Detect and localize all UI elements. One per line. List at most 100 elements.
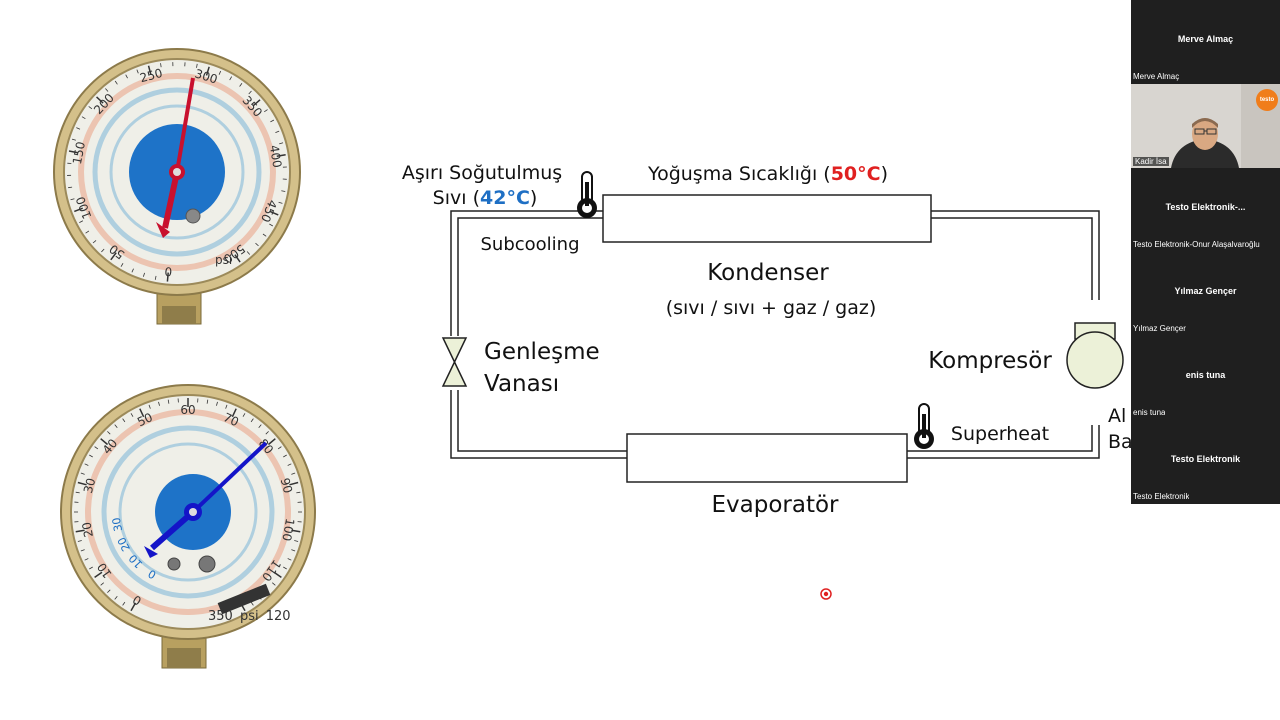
subcooled-liquid-label-line1: Aşırı Soğutulmuş xyxy=(402,162,562,184)
gauge-tick xyxy=(234,254,241,263)
evaporator-label: Evaporatör xyxy=(711,492,839,518)
gauge-tick xyxy=(216,401,218,406)
gauge-tick xyxy=(142,272,145,277)
gauge-scale-label: 150 xyxy=(70,140,88,165)
gauge-tick xyxy=(75,491,80,494)
subcooled-temperature: 42°C xyxy=(480,187,530,209)
participant-tile-yilmaz-gencer[interactable]: Yılmaz Gençer Yılmaz Gençer xyxy=(1131,252,1280,336)
gauge-tick xyxy=(218,70,222,75)
condensing-temperature-label: Yoğuşma Sıcaklığı (50°C) xyxy=(647,163,888,185)
superheat-label: Superheat xyxy=(951,423,1049,445)
gauge-tick xyxy=(264,109,268,113)
high-gauge-adjust-screw-icon xyxy=(185,208,201,224)
gauge-tick xyxy=(296,491,301,494)
gauge-tick xyxy=(250,418,254,423)
gauge-tick xyxy=(79,220,84,223)
gauge-tick xyxy=(283,566,287,570)
gauge-tick xyxy=(158,401,160,406)
gauge-scale-label: 100 xyxy=(279,517,297,542)
low-gauge-unit: psi xyxy=(240,609,259,624)
gauge-tick xyxy=(88,106,93,110)
cut-off-label-1: Al xyxy=(1108,405,1126,427)
gauge-tick xyxy=(110,252,117,261)
gauge-tick xyxy=(231,408,237,418)
gauge-tick xyxy=(277,446,282,450)
gauge-tick xyxy=(248,90,252,95)
participant-name: Yılmaz Gençer xyxy=(1174,286,1237,296)
thermometer-superheat-icon xyxy=(914,403,934,449)
condenser-box xyxy=(602,194,932,243)
gauge-tick xyxy=(130,413,134,417)
gauge-tick xyxy=(81,116,86,120)
gauge-tick xyxy=(94,446,99,450)
participant-tile-enis-tuna[interactable]: enis tuna enis tuna xyxy=(1131,336,1280,420)
gauge-tick xyxy=(225,404,228,409)
gauge-tick xyxy=(287,463,292,466)
gauge-tick xyxy=(272,582,276,586)
participant-tile-kadir-isa-video[interactable]: testo Kadir İsa xyxy=(1131,84,1280,168)
compressor-icon xyxy=(1066,300,1124,425)
gauge-tick xyxy=(84,463,89,466)
gauge-tick xyxy=(92,240,97,244)
participant-caption: Merve Almaç xyxy=(1133,72,1180,81)
gauge-tick xyxy=(239,82,243,87)
gauge-tick xyxy=(160,63,162,68)
evaporator-box xyxy=(626,433,908,483)
svg-text:350 psi 120: 350 psi 120 xyxy=(208,609,291,624)
gauge-tick xyxy=(269,223,274,227)
gauge-tick xyxy=(250,601,254,606)
gauge-tick xyxy=(89,454,93,458)
gauge-tick xyxy=(291,529,301,533)
gauge-tick xyxy=(77,481,87,486)
expansion-valve-label-line2: Vanası xyxy=(484,371,559,397)
gauge-tick xyxy=(283,454,287,458)
thermometer-subcooling-icon xyxy=(577,171,597,218)
gauge-scale-label: 30 xyxy=(81,476,98,494)
gauge-tick xyxy=(269,210,279,216)
gauge-scale-label: 70 xyxy=(221,410,241,429)
gauge-tick xyxy=(206,399,209,404)
gauge-tick xyxy=(122,601,126,606)
participant-tile-merve-almac[interactable]: Merve Almaç Merve Almaç xyxy=(1131,0,1280,84)
gauge-tick xyxy=(148,404,151,409)
gauge-scale-label: 20 xyxy=(115,535,133,553)
gauge-tick xyxy=(276,154,286,157)
participant-tile-testo-elektronik[interactable]: Testo Elektronik Testo Elektronik xyxy=(1131,420,1280,504)
expansion-valve-label-line1: Genleşme xyxy=(484,339,600,365)
participant-caption: Testo Elektronik-Onur Alaşalvaroğlu xyxy=(1133,240,1260,249)
cut-off-label-2: Ba xyxy=(1108,431,1131,453)
participant-name: Testo Elektronik xyxy=(1170,454,1241,464)
gauge-tick xyxy=(94,571,103,579)
gauge-tick xyxy=(196,63,198,68)
gauge-scale-label: 50 xyxy=(135,410,155,429)
gauge-tick xyxy=(246,251,251,255)
gauge-tick xyxy=(114,80,118,85)
gauge-tick xyxy=(100,438,109,446)
gauge-tick xyxy=(205,66,210,76)
gauge-tick xyxy=(100,582,104,586)
gauge-tick xyxy=(262,233,267,237)
gauge-scale-label: 90 xyxy=(278,476,295,494)
gauge-tick xyxy=(275,130,280,134)
gauge-tick xyxy=(80,549,85,552)
gauge-scale-label: 20 xyxy=(80,521,96,538)
gauge-tick xyxy=(76,127,81,130)
gauge-scale-label: 60 xyxy=(180,403,195,417)
gauge-tick xyxy=(77,540,82,542)
gauge-tick xyxy=(270,119,275,123)
condensing-temperature-value: 50°C xyxy=(831,163,881,185)
low-gauge-needle xyxy=(191,441,268,514)
gauge-tick xyxy=(265,431,269,435)
expansion-valve-icon xyxy=(441,336,468,390)
subcooling-label: Subcooling xyxy=(480,234,579,255)
gauge-tick xyxy=(255,242,259,247)
gauge-tick xyxy=(84,558,89,561)
gauge-tick xyxy=(107,589,111,593)
gauge-tick xyxy=(273,571,282,579)
gauge-tick xyxy=(71,138,76,141)
participant-tile-testo-elektronik-onur[interactable]: Testo Elektronik-... Testo Elektronik-On… xyxy=(1131,168,1280,252)
gauge-tick xyxy=(252,99,261,107)
condenser-states-label: (sıvı / sıvı + gaz / gaz) xyxy=(666,297,877,319)
